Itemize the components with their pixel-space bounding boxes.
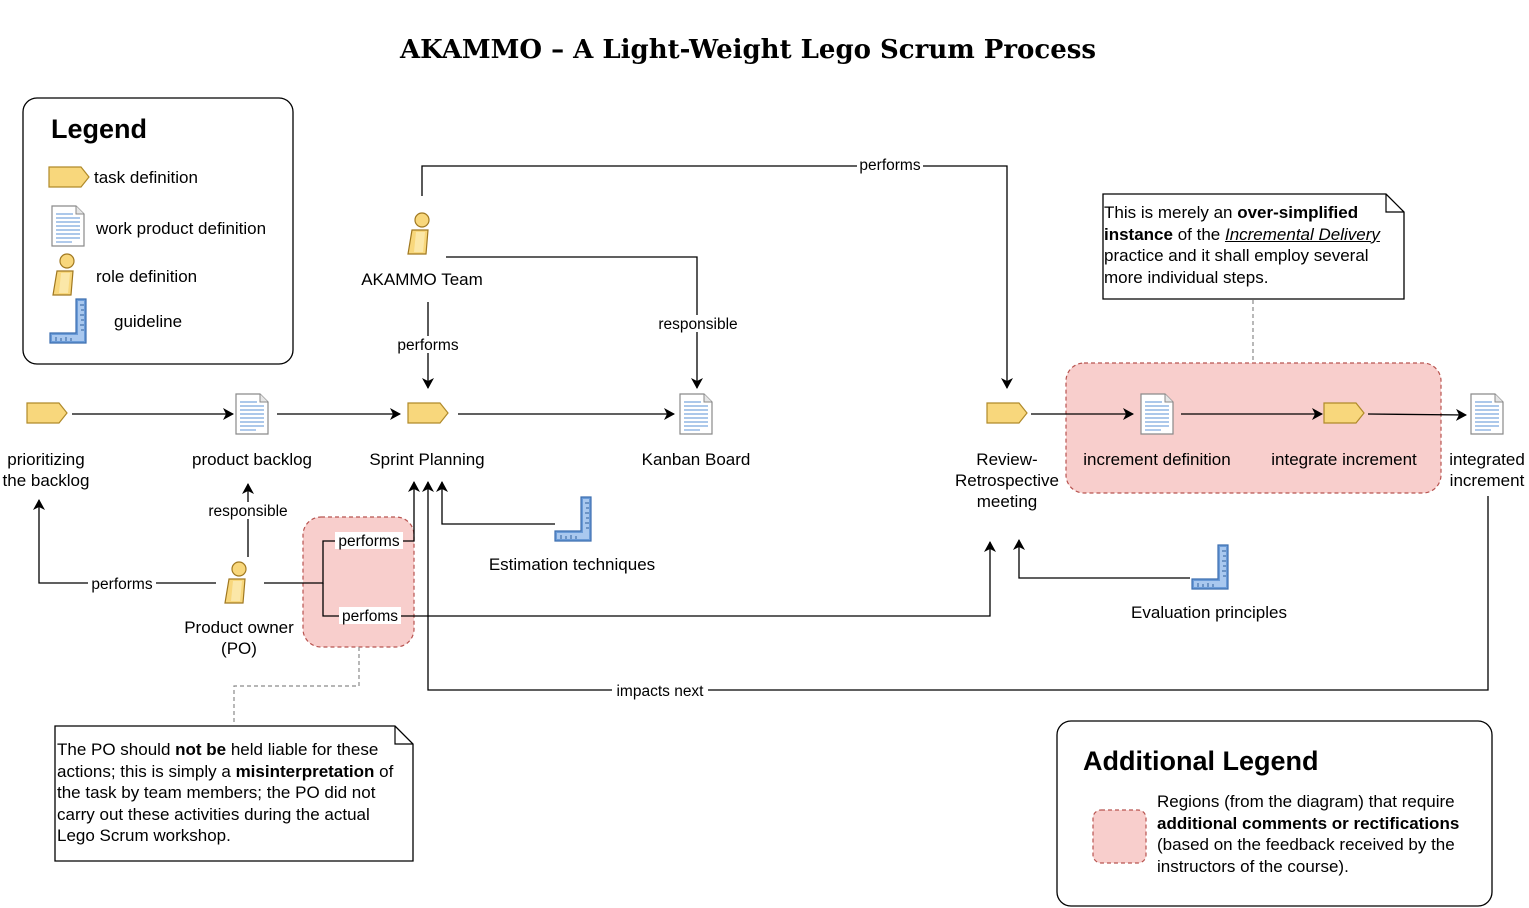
edge-label-po-performs-sprint: performs (338, 533, 399, 550)
po-note-shape (54, 725, 414, 862)
edge-integrate-integrated (1367, 408, 1467, 421)
review-task-icon (986, 402, 1028, 424)
edge-label-team-performs-review: performs (859, 157, 920, 174)
po-note-text: The PO should not be held liable for the… (57, 740, 394, 845)
integrate-increment-task-icon (1323, 402, 1365, 424)
evaluation-principles-label: Evaluation principles (1131, 603, 1287, 622)
product-owner-label-line1: Product owner (184, 618, 294, 637)
akammo-team-role-icon (407, 212, 430, 255)
edge-team-responsible-kanban (446, 256, 703, 389)
legend-item-work-product: work product definition (95, 219, 266, 238)
highlight-region-increment (1065, 362, 1442, 494)
prioritizing-task-icon (26, 402, 68, 424)
edge-label-impacts-next: impacts next (616, 683, 704, 700)
prioritizing-label-line1: prioritizing (7, 450, 84, 469)
edge-label-po-performs-prioritizing: performs (91, 576, 152, 593)
edge-evaluation-review (1013, 539, 1190, 579)
edge-po-performs-prioritizing (33, 499, 216, 584)
sprint-planning-label: Sprint Planning (369, 450, 484, 469)
task-definition-icon (48, 166, 90, 188)
edge-impacts-next (422, 481, 1489, 691)
increment-note-text: This is merely an over-simplified instan… (1104, 203, 1380, 287)
legend-box (22, 97, 294, 365)
edge-label-po-performs-review: perfoms (342, 608, 398, 625)
edge-po-performs-review (322, 541, 996, 617)
product-owner-label-line2: (PO) (221, 639, 257, 658)
review-label-line2: Retrospective (955, 471, 1059, 490)
work-product-definition-icon (51, 205, 85, 247)
prioritizing-label-line2: the backlog (3, 471, 90, 490)
edge-label-po-responsible: responsible (208, 503, 287, 520)
product-owner-role-icon (224, 561, 247, 604)
integrated-increment-label-line2: increment (1450, 471, 1525, 490)
kanban-board-doc-icon (679, 393, 713, 435)
estimation-guideline-icon (554, 496, 592, 542)
highlight-region-swatch (1092, 809, 1147, 864)
integrated-increment-label-line1: integrated (1449, 450, 1525, 469)
edge-label-team-performs-sprint: performs (397, 337, 458, 354)
edge-po-performs-sprint (264, 481, 420, 584)
legend-item-task: task definition (94, 168, 198, 187)
integrated-increment-doc-icon (1470, 393, 1504, 435)
increment-note-shape (1102, 193, 1405, 300)
review-label-line1: Review- (976, 450, 1037, 469)
legend-title: Legend (51, 114, 147, 144)
product-backlog-label: product backlog (192, 450, 312, 469)
review-label-line3: meeting (977, 492, 1037, 511)
note-connector-po (233, 647, 360, 725)
evaluation-guideline-icon (1191, 544, 1229, 590)
edge-label-team-responsible: responsible (658, 316, 737, 333)
edge-estimation-sprint (436, 481, 555, 525)
increment-definition-doc-icon (1140, 393, 1174, 435)
legend-item-guideline: guideline (114, 312, 182, 331)
sprint-planning-task-icon (407, 402, 449, 424)
diagram-title: AKAMMO – A Light-Weight Lego Scrum Proce… (399, 35, 1096, 65)
product-backlog-doc-icon (235, 393, 269, 435)
kanban-board-label: Kanban Board (642, 450, 751, 469)
additional-legend-title: Additional Legend (1083, 746, 1319, 776)
additional-legend-box (1056, 720, 1493, 907)
legend-item-role: role definition (96, 267, 197, 286)
additional-legend-text: Regions (from the diagram) that require … (1157, 792, 1460, 876)
increment-definition-label: increment definition (1083, 450, 1230, 469)
edge-team-performs-review (421, 165, 1013, 389)
estimation-techniques-label: Estimation techniques (489, 555, 655, 574)
integrate-increment-label: integrate increment (1271, 450, 1417, 469)
akammo-team-label: AKAMMO Team (361, 270, 483, 289)
